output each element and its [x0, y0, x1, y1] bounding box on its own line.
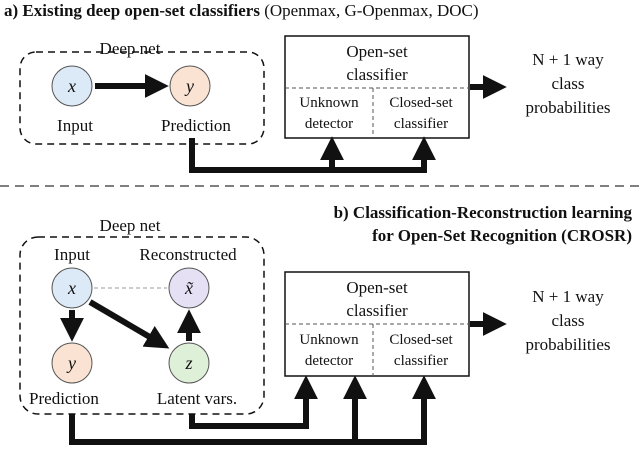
panel-a-deep-net-label: Deep net — [100, 39, 161, 58]
panel-b-unknown-label-2: detector — [305, 353, 353, 369]
panel-a-classifier-title-1: Open-set — [346, 42, 408, 61]
panel-a-output-1: N + 1 way — [532, 50, 604, 69]
panel-b-input-symbol: x — [67, 278, 76, 298]
panel-b-classifier-title-2: classifier — [346, 301, 408, 320]
panel-a-unknown-label-2: detector — [305, 116, 353, 132]
panel-b-closed-label-1: Closed-set — [389, 332, 453, 348]
panel-a-title-rest: (Openmax, G-Openmax, DOC) — [260, 1, 479, 20]
panel-a-output-symbol: y — [184, 76, 194, 96]
panel-a-openset-classifier — [284, 35, 470, 139]
panel-b-classifier-title-1: Open-set — [346, 278, 408, 297]
panel-b-output-2: class — [551, 311, 584, 330]
panel-b-input-label: Input — [54, 245, 90, 264]
panel-b-deep-net-label: Deep net — [100, 216, 161, 235]
panel-b-prediction-feedback-path — [69, 414, 424, 445]
panel-b-output-symbol: y — [66, 353, 76, 373]
panel-a-output-2: class — [551, 74, 584, 93]
panel-a-input-symbol: x — [67, 76, 76, 96]
panel-a-input-label: Input — [57, 116, 93, 135]
panel-a-input-node — [51, 65, 93, 107]
panel-b-prediction-label: Prediction — [29, 389, 99, 408]
panel-b-x-to-z-arrow — [88, 299, 170, 349]
panel-a-output-3: probabilities — [526, 98, 611, 117]
panel-b-title-line1: b) Classification-Reconstruction learnin… — [334, 203, 633, 222]
panel-a-prediction-label: Prediction — [161, 116, 231, 135]
panel-a-closed-label-1: Closed-set — [389, 95, 453, 111]
panel-b-title-line2: for Open-Set Recognition (CROSR) — [372, 226, 632, 245]
panel-b-reconstructed-node — [168, 267, 210, 309]
panel-a-classifier-title-2: classifier — [346, 65, 408, 84]
panel-a-feedback-path — [189, 138, 424, 173]
panel-b-output-3: probabilities — [526, 335, 611, 354]
panel-b-input-node — [51, 267, 93, 309]
panel-a-closed-label-2: classifier — [394, 116, 448, 132]
panel-b-unknown-label-1: Unknown — [299, 332, 359, 348]
panel-b-latent-node — [168, 342, 210, 384]
panel-b-deep-net-box — [19, 236, 265, 415]
panel-a-title-bold: a) Existing deep open-set classifiers — [4, 1, 260, 20]
panel-a-unknown-label-1: Unknown — [299, 95, 359, 111]
panel-b-output-1: N + 1 way — [532, 287, 604, 306]
panel-a-deep-net-box — [19, 51, 265, 145]
panel-b-closed-label-2: classifier — [394, 353, 448, 369]
panel-b-latent-label: Latent vars. — [157, 389, 237, 408]
panel-b-reconstructed-symbol: x̃ — [184, 278, 194, 298]
panel-b-latent-symbol: z — [184, 353, 192, 373]
panel-a-title: a) Existing deep open-set classifiers (O… — [4, 1, 479, 20]
panel-b-output-node — [51, 342, 93, 384]
panel-b-latent-feedback-path — [189, 414, 306, 429]
panel-a-output-node — [169, 65, 211, 107]
panel-b-reconstructed-label: Reconstructed — [139, 245, 237, 264]
